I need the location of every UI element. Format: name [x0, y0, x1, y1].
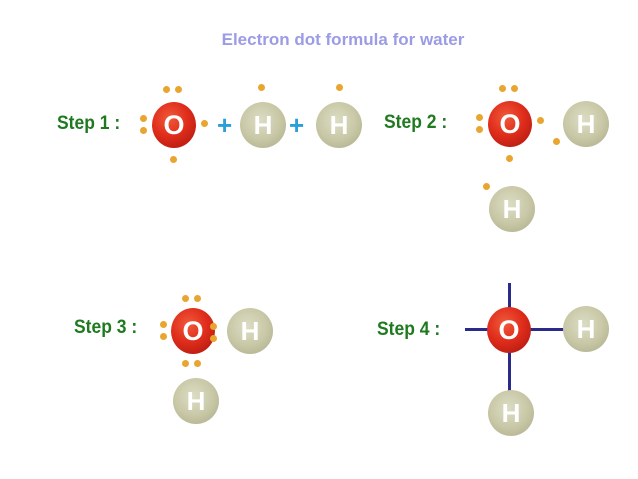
step-3-hydrogen-atom-right: H	[227, 308, 273, 354]
step-4-label: Step 4 :	[377, 319, 441, 340]
step-4-oxygen-atom: O	[487, 307, 531, 353]
step-1-oxygen-atom: O	[152, 102, 196, 148]
bond-bottom	[508, 352, 511, 392]
step-3-hydrogen-atom-bottom: H	[173, 378, 219, 424]
diagram-title: Electron dot formula for water	[221, 30, 465, 49]
step-2-electron-dot	[476, 126, 483, 133]
step-1-electron-dot	[140, 127, 147, 134]
step-1-label: Step 1 :	[57, 113, 121, 134]
bond-top	[508, 283, 511, 311]
step-2-label: Step 2 :	[384, 112, 448, 133]
step-1-electron-dot	[258, 84, 265, 91]
bond-right	[530, 328, 564, 331]
step-2-electron-dot	[476, 114, 483, 121]
step-4-hydrogen-atom-right: H	[563, 306, 609, 352]
step-2-electron-dot	[537, 117, 544, 124]
step-3-electron-dot	[210, 323, 217, 330]
bond-left	[465, 328, 489, 331]
step-1-electron-dot	[163, 86, 170, 93]
step-2-hydrogen-atom-bottom: H	[489, 186, 535, 232]
step-3-electron-dot	[160, 333, 167, 340]
step-4-hydrogen-atom-bottom: H	[488, 390, 534, 436]
step-3-electron-dot	[160, 321, 167, 328]
step-2-electron-dot	[499, 85, 506, 92]
step-2-electron-dot	[553, 138, 560, 145]
plus-sign: +	[217, 110, 233, 140]
step-2-electron-dot	[511, 85, 518, 92]
step-1-electron-dot	[201, 120, 208, 127]
step-2-hydrogen-atom-right: H	[563, 101, 609, 147]
step-2-electron-dot	[506, 155, 513, 162]
step-1-hydrogen-atom-2: H	[316, 102, 362, 148]
step-1-hydrogen-atom-1: H	[240, 102, 286, 148]
step-3-electron-dot	[182, 360, 189, 367]
step-2-oxygen-atom: O	[488, 101, 532, 147]
step-1-electron-dot	[170, 156, 177, 163]
step-3-oxygen-atom: O	[171, 308, 215, 354]
step-3-electron-dot	[210, 335, 217, 342]
step-3-label: Step 3 :	[74, 317, 138, 338]
step-1-electron-dot	[140, 115, 147, 122]
step-3-electron-dot	[194, 295, 201, 302]
step-1-electron-dot	[336, 84, 343, 91]
step-1-electron-dot	[175, 86, 182, 93]
step-3-electron-dot	[182, 295, 189, 302]
step-2-electron-dot	[483, 183, 490, 190]
plus-sign: +	[289, 110, 305, 140]
step-3-electron-dot	[194, 360, 201, 367]
